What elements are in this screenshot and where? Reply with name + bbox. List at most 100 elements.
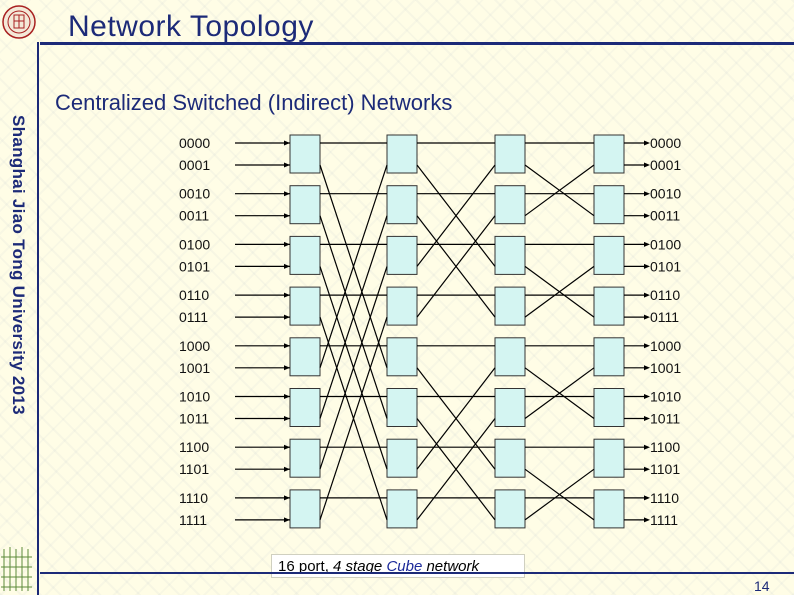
output-label-8: 1000 <box>650 338 681 354</box>
output-arrow-9 <box>644 365 650 371</box>
switch-box-s4-0 <box>593 134 625 174</box>
stage2-wire-7 <box>416 215 496 318</box>
input-label-5: 0101 <box>179 258 210 274</box>
stage1-wire-15 <box>319 316 388 521</box>
switch-box-s3-2 <box>494 235 526 275</box>
input-label-9: 1001 <box>179 360 210 376</box>
output-label-6: 0110 <box>650 287 680 303</box>
switch-box-s3-0 <box>494 134 526 174</box>
input-arrow-13 <box>284 466 290 472</box>
switch-box-s2-3 <box>386 286 418 326</box>
left-divider <box>37 42 39 595</box>
output-arrow-11 <box>644 416 650 421</box>
input-label-10: 1010 <box>179 389 210 405</box>
output-label-3: 0011 <box>650 208 680 224</box>
slide-subtitle: Centralized Switched (Indirect) Networks <box>55 90 453 115</box>
switch-box-s2-1 <box>386 185 418 225</box>
input-label-0: 0000 <box>179 135 210 151</box>
output-arrow-15 <box>644 517 650 523</box>
input-label-6: 0110 <box>179 287 209 303</box>
caption-text-2: 4 stage <box>333 558 383 575</box>
caption-text-4: network <box>426 558 479 575</box>
switch-box-s3-3 <box>494 286 526 326</box>
stage3-wire-15 <box>524 468 595 521</box>
output-arrow-3 <box>644 213 650 219</box>
switch-box-s1-5 <box>289 388 321 427</box>
output-arrow-7 <box>644 314 650 320</box>
switch-box-s1-6 <box>289 438 321 478</box>
switch-box-s1-4 <box>289 337 321 377</box>
output-arrow-14 <box>644 495 650 501</box>
input-label-12: 1100 <box>179 439 209 455</box>
input-arrow-2 <box>284 191 290 197</box>
output-label-4: 0100 <box>650 236 681 252</box>
output-label-7: 0111 <box>650 309 679 325</box>
input-arrow-6 <box>284 292 290 298</box>
output-label-14: 1110 <box>650 490 679 506</box>
output-label-15: 1111 <box>650 512 678 528</box>
output-label-12: 1100 <box>650 439 680 455</box>
switch-box-s3-5 <box>494 388 526 427</box>
input-arrow-8 <box>284 343 290 349</box>
switch-box-s3-1 <box>494 185 526 225</box>
switch-box-s2-0 <box>386 134 418 174</box>
switch-box-s2-7 <box>386 489 418 529</box>
footer-divider <box>40 572 794 574</box>
input-arrow-3 <box>284 213 290 219</box>
switch-box-s4-6 <box>593 438 625 478</box>
switch-box-s4-3 <box>593 286 625 326</box>
input-label-11: 1011 <box>179 411 209 427</box>
output-label-11: 1011 <box>650 411 680 427</box>
caption-text-1: 16 port, <box>278 558 334 575</box>
output-arrow-6 <box>644 292 650 298</box>
switch-box-s2-4 <box>386 337 418 377</box>
input-arrow-10 <box>284 394 290 399</box>
output-arrow-1 <box>644 162 650 168</box>
output-label-13: 1101 <box>650 461 680 477</box>
stage3-wire-7 <box>524 265 595 318</box>
stage1-wire-13 <box>319 266 388 470</box>
input-label-1: 0001 <box>179 157 210 173</box>
input-arrow-7 <box>284 314 290 320</box>
input-arrow-11 <box>284 416 290 421</box>
input-arrow-14 <box>284 495 290 501</box>
input-label-4: 0100 <box>179 236 210 252</box>
switch-box-s1-0 <box>289 134 321 174</box>
pagoda-decoration <box>1 547 32 591</box>
output-arrow-12 <box>644 444 650 450</box>
output-arrow-10 <box>644 394 650 399</box>
input-arrow-0 <box>284 140 290 146</box>
input-arrow-9 <box>284 365 290 371</box>
output-arrow-8 <box>644 343 650 349</box>
stage3-wire-11 <box>524 367 595 419</box>
output-arrow-4 <box>644 241 650 247</box>
switch-box-s3-6 <box>494 438 526 478</box>
input-arrow-12 <box>284 444 290 450</box>
switch-box-s4-5 <box>593 388 625 427</box>
output-arrow-5 <box>644 263 650 269</box>
switch-box-s2-6 <box>386 438 418 478</box>
switch-box-s1-1 <box>289 185 321 225</box>
output-arrow-13 <box>644 466 650 472</box>
input-label-15: 1111 <box>179 512 207 528</box>
stage3-wire-3 <box>524 164 595 217</box>
title-divider <box>40 42 794 45</box>
stage1-wire-9 <box>319 164 388 368</box>
stage2-wire-5 <box>416 164 496 267</box>
caption-text-3: Cube <box>386 558 423 575</box>
input-label-13: 1101 <box>179 461 209 477</box>
switch-box-s4-7 <box>593 489 625 529</box>
switch-box-s1-3 <box>289 286 321 326</box>
output-label-5: 0101 <box>650 258 681 274</box>
side-university-text: Shanghai Jiao Tong University 2013 <box>9 115 28 415</box>
switch-box-s3-4 <box>494 337 526 377</box>
stage2-wire-15 <box>416 418 496 521</box>
switch-box-s2-2 <box>386 235 418 275</box>
input-label-7: 0111 <box>179 309 208 325</box>
input-arrow-4 <box>284 241 290 247</box>
output-arrow-2 <box>644 191 650 197</box>
output-arrow-0 <box>644 140 650 146</box>
switch-box-s4-4 <box>593 337 625 377</box>
input-label-2: 0010 <box>179 186 210 202</box>
